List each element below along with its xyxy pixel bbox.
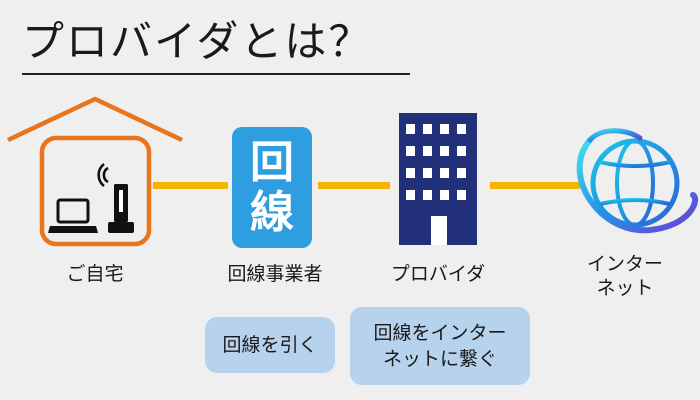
line-role-text: 回線を引く	[222, 334, 318, 356]
home-label: ご自宅	[66, 263, 124, 285]
router-icon	[97, 162, 134, 233]
line-badge-char-2: 線	[250, 187, 294, 238]
building-icon	[399, 113, 477, 245]
line-operator-badge	[232, 127, 312, 248]
laptop-icon	[48, 198, 98, 233]
provider-role-text-2: ネットに繋ぐ	[382, 348, 497, 370]
internet-label-line-2: ネット	[596, 277, 654, 299]
page-title: プロバイダとは？	[22, 17, 373, 66]
internet-label: インター ネット	[565, 252, 685, 300]
provider-role-text-1: 回線をインター	[373, 322, 507, 344]
internet-label-line-1: インター	[586, 253, 663, 275]
connector-isp-internet	[490, 182, 580, 189]
connector-lines	[153, 182, 580, 189]
globe-icon	[576, 128, 698, 234]
connector-home-line	[153, 182, 228, 189]
line-role-bubble: 回線を引く	[205, 317, 335, 373]
title-underline	[22, 73, 410, 75]
provider-label: プロバイダ	[390, 263, 486, 285]
connector-line-isp	[318, 182, 390, 189]
line-operator-label: 回線事業者	[227, 263, 323, 285]
provider-role-bubble: 回線をインター ネットに繋ぐ	[350, 307, 530, 385]
line-badge-char-1: 回	[250, 137, 294, 188]
house-icon	[7, 96, 183, 247]
